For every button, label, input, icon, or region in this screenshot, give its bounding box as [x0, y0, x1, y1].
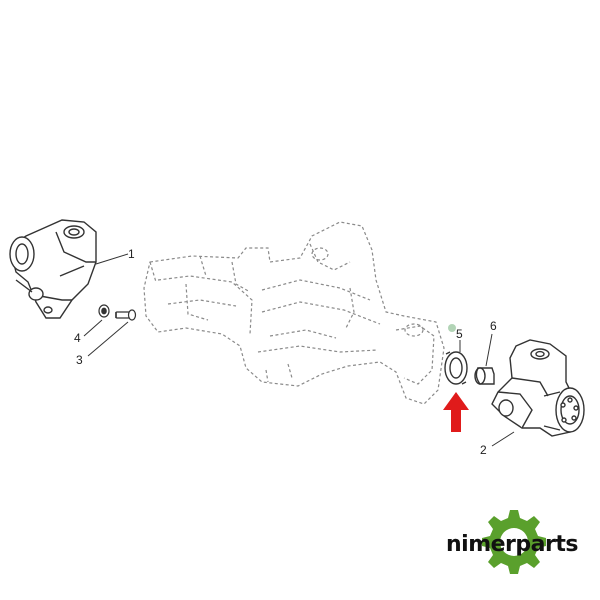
leader-lines: [83, 253, 515, 447]
callout-marker-dot: [448, 324, 456, 332]
highlight-arrow-up: [443, 392, 469, 432]
callout-5: 5: [456, 327, 463, 341]
part-1-swivel-housing: [9, 219, 97, 319]
axle-housing-outline: [143, 221, 445, 405]
part-6-bushing: [474, 367, 495, 385]
part-3-bolt: [115, 309, 137, 321]
callout-2: 2: [480, 443, 487, 457]
part-2-swivel-housing: [491, 339, 585, 437]
brand-name: nimerparts: [446, 532, 578, 557]
callout-4: 4: [74, 331, 81, 345]
gear-icon: [482, 510, 546, 574]
brand-logo: nimerparts: [446, 510, 579, 574]
callout-1: 1: [128, 247, 135, 261]
callout-6: 6: [490, 319, 497, 333]
callout-3: 3: [76, 353, 83, 367]
part-5-seal-ring: [444, 351, 468, 385]
part-4-nut: [98, 304, 110, 318]
